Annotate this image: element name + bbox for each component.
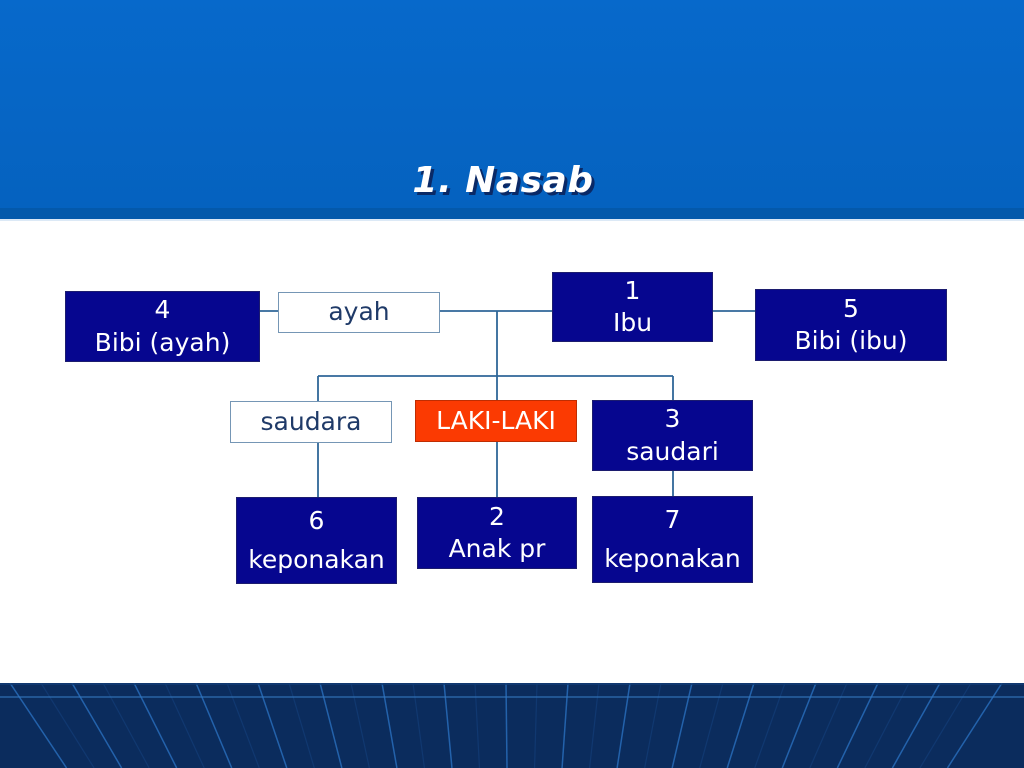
- node-laki-laki-label: LAKI-LAKI: [436, 405, 556, 435]
- footer-band: [0, 683, 1024, 768]
- node-bibi-ayah-number: 4: [154, 295, 171, 324]
- node-bibi-ayah: 4 Bibi (ayah): [65, 291, 260, 362]
- node-bibi-ayah-label: Bibi (ayah): [94, 327, 231, 357]
- header-accent-strip: [0, 208, 1024, 219]
- node-saudara: saudara: [230, 401, 392, 443]
- node-ibu-number: 1: [624, 275, 641, 305]
- header-band: [0, 0, 1024, 208]
- node-keponakan-kanan-label: keponakan: [604, 543, 741, 573]
- node-anak-pr: 2 Anak pr: [417, 497, 577, 569]
- node-bibi-ibu-number: 5: [843, 293, 859, 323]
- node-keponakan-kiri-number: 6: [308, 505, 325, 535]
- node-saudari: 3 saudari: [592, 400, 753, 471]
- node-ibu-label: Ibu: [612, 308, 653, 337]
- node-anak-pr-number: 2: [489, 501, 505, 531]
- node-ayah: ayah: [278, 292, 440, 333]
- slide-title: 1. Nasab: [412, 160, 594, 201]
- node-bibi-ibu-label: Bibi (ibu): [794, 326, 908, 355]
- node-saudara-label: saudara: [260, 406, 362, 436]
- node-laki-laki: LAKI-LAKI: [415, 400, 577, 442]
- node-saudari-number: 3: [664, 404, 681, 433]
- header-bottom-edge: [0, 219, 1024, 221]
- node-keponakan-kanan-number: 7: [664, 504, 681, 534]
- node-anak-pr-label: Anak pr: [448, 534, 546, 563]
- node-bibi-ibu: 5 Bibi (ibu): [755, 289, 947, 361]
- footer-grid-pattern: [0, 683, 1024, 768]
- node-keponakan-kiri-label: keponakan: [248, 544, 385, 574]
- node-keponakan-kanan: 7 keponakan: [592, 496, 753, 583]
- node-ibu: 1 Ibu: [552, 272, 713, 342]
- node-keponakan-kiri: 6 keponakan: [236, 497, 397, 584]
- node-ayah-label: ayah: [328, 297, 390, 327]
- node-saudari-label: saudari: [626, 436, 719, 466]
